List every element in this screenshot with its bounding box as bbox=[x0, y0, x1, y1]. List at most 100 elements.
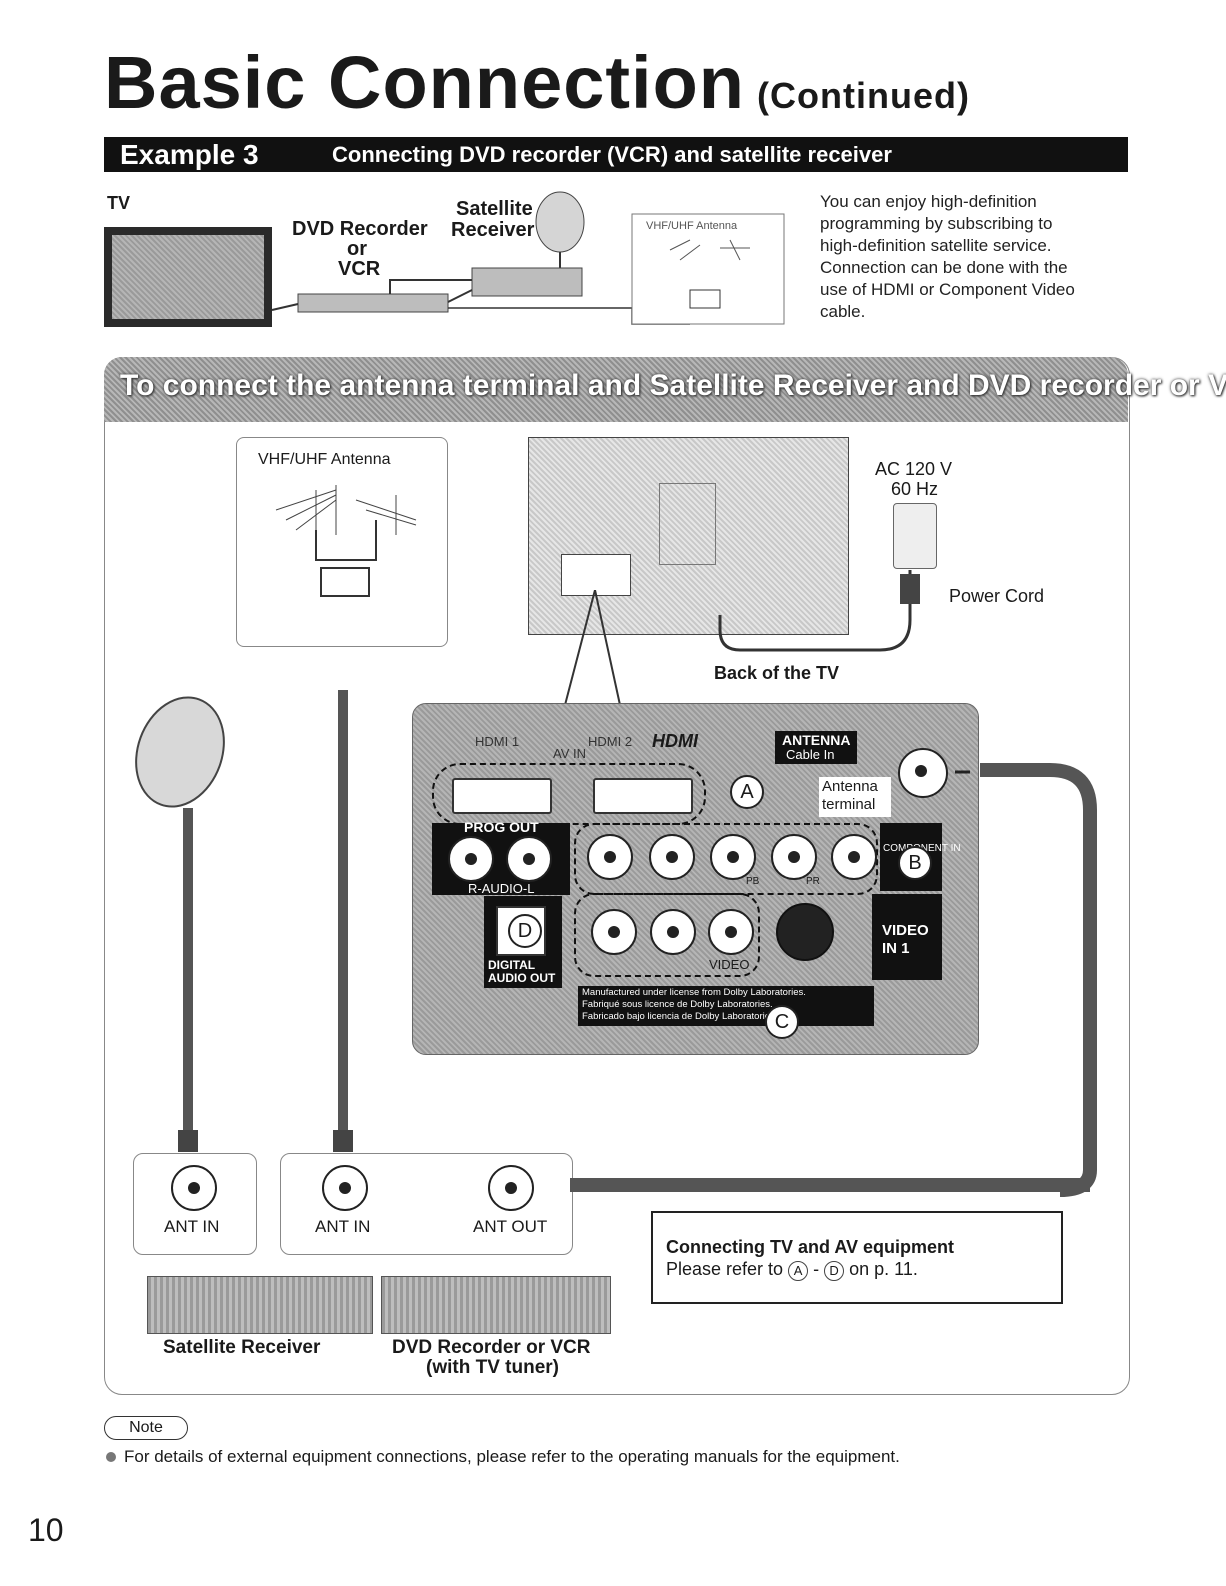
antenna-title: ANTENNA bbox=[782, 732, 851, 748]
example-label: Example 3 bbox=[120, 139, 259, 170]
example-description: Connecting DVD recorder (VCR) and satell… bbox=[332, 142, 892, 167]
dvd-antenna-box bbox=[280, 1153, 573, 1255]
component-port-2 bbox=[649, 834, 695, 880]
hdmi2-label: HDMI 2 bbox=[588, 734, 633, 749]
pr-label: PR bbox=[806, 876, 820, 887]
dvd-ant-out-label: ANT OUT bbox=[473, 1217, 548, 1236]
connecting-body: Please refer to A - D on p. 11. bbox=[666, 1259, 918, 1281]
antenna-port bbox=[898, 748, 948, 798]
component-port-3 bbox=[710, 834, 756, 880]
dvd-recorder-device bbox=[381, 1276, 611, 1334]
page-title: Basic Connection (Continued) bbox=[104, 40, 970, 125]
ac-frequency: 60 Hz bbox=[891, 479, 939, 499]
overview-sat-receiver-icon bbox=[471, 267, 583, 297]
s-video-port bbox=[776, 903, 834, 961]
video-in-video-port bbox=[708, 909, 754, 955]
callout-b: B bbox=[898, 846, 932, 880]
intro-text: You can enjoy high-definition programmin… bbox=[820, 191, 1120, 323]
av-in-label: AV IN bbox=[553, 746, 586, 761]
intro-line: use of HDMI or Component Video bbox=[820, 280, 1075, 299]
dvd-recorder-label: DVD Recorder or VCR bbox=[392, 1337, 591, 1358]
intro-line: You can enjoy high-definition bbox=[820, 192, 1037, 211]
cable-diagram bbox=[135, 690, 353, 1152]
antenna-terminal-label-box: Antenna terminal bbox=[819, 777, 891, 817]
dolby-line-2: Fabriqué sous licence de Dolby Laborator… bbox=[582, 999, 773, 1010]
overview-dvd-icon bbox=[297, 293, 449, 313]
dolby-notice: Manufactured under license from Dolby La… bbox=[578, 986, 874, 1026]
title-main: Basic Connection bbox=[104, 41, 745, 124]
connecting-prefix: Please refer to bbox=[666, 1259, 784, 1279]
ref-callout-a: A bbox=[788, 1261, 809, 1281]
power-cord-label: Power Cord bbox=[949, 586, 1045, 606]
outlet-icon bbox=[893, 503, 937, 569]
dvd-ant-in-port bbox=[322, 1165, 368, 1211]
video-in-label-1: VIDEO bbox=[882, 922, 929, 939]
composite-highlight bbox=[574, 893, 760, 977]
component-port-1 bbox=[587, 834, 633, 880]
video-in-1-block: VIDEO IN 1 bbox=[872, 894, 942, 980]
hdmi-port-2 bbox=[593, 778, 693, 814]
antenna-terminal-line2: terminal bbox=[822, 796, 876, 813]
connecting-info-box: Connecting TV and AV equipment Please re… bbox=[651, 1211, 1063, 1304]
antenna-icon bbox=[275, 485, 417, 597]
overview-antenna-label: VHF/UHF Antenna bbox=[646, 220, 738, 232]
intro-line: cable. bbox=[820, 302, 866, 321]
dvd-ant-out-port bbox=[488, 1165, 534, 1211]
note-label: Note bbox=[129, 1419, 163, 1436]
hdmi-logo: HDMI bbox=[652, 731, 698, 751]
overview-receiver-label: Receiver bbox=[451, 219, 535, 241]
overview-vcr-label: VCR bbox=[338, 258, 381, 280]
ac-voltage: AC 120 V bbox=[875, 459, 953, 479]
note-badge: Note bbox=[104, 1416, 188, 1440]
note-text: For details of external equipment connec… bbox=[124, 1447, 900, 1466]
overview-or-label: or bbox=[347, 238, 367, 260]
satellite-receiver-device bbox=[147, 1276, 373, 1334]
sat-ant-in-label: ANT IN bbox=[164, 1217, 220, 1236]
satellite-receiver-label: Satellite Receiver bbox=[163, 1337, 321, 1358]
prog-out-label: PROG OUT bbox=[464, 819, 539, 835]
digital-label-1: DIGITAL bbox=[488, 958, 536, 972]
sat-ant-in-port bbox=[171, 1165, 217, 1211]
power-cord bbox=[718, 570, 920, 652]
bullet-icon bbox=[106, 1452, 116, 1462]
pb-label: PB bbox=[746, 876, 760, 887]
antenna-cable-in: ANTENNA Cable In bbox=[775, 731, 857, 764]
dolby-line-1: Manufactured under license from Dolby La… bbox=[582, 987, 806, 998]
banner-title: To connect the antenna terminal and Sate… bbox=[120, 369, 1226, 402]
overview-dvd-label: DVD Recorder bbox=[292, 218, 428, 240]
zoom-lines bbox=[564, 590, 621, 706]
connecting-title: Connecting TV and AV equipment bbox=[666, 1237, 954, 1257]
dvd-ant-in-label: ANT IN bbox=[315, 1217, 371, 1236]
tv-back-image bbox=[528, 437, 849, 635]
video-in-audio-l-port bbox=[650, 909, 696, 955]
tv-image bbox=[104, 227, 272, 327]
ref-callout-d: D bbox=[824, 1261, 845, 1281]
callout-a: A bbox=[730, 775, 764, 809]
prog-out-l-port bbox=[506, 836, 552, 882]
satellite-dish-icon bbox=[135, 696, 225, 808]
callout-d: D bbox=[508, 914, 542, 948]
antenna-cable bbox=[955, 763, 1097, 1197]
overview-dish-icon bbox=[535, 191, 585, 253]
digital-label-2: AUDIO OUT bbox=[488, 971, 556, 985]
panel-banner: To connect the antenna terminal and Sate… bbox=[104, 357, 1226, 422]
video-in-audio-r-port bbox=[591, 909, 637, 955]
antenna-label: VHF/UHF Antenna bbox=[258, 451, 391, 468]
component-port-5 bbox=[831, 834, 877, 880]
cable-in-label: Cable In bbox=[786, 747, 835, 762]
connecting-suffix: on p. 11. bbox=[849, 1259, 918, 1279]
callout-c: C bbox=[765, 1005, 799, 1039]
overview-tv-label: TV bbox=[107, 193, 131, 213]
r-audio-l-label: R-AUDIO-L bbox=[468, 881, 535, 896]
antenna-terminal-line1: Antenna bbox=[822, 778, 878, 795]
back-of-tv-label: Back of the TV bbox=[714, 663, 840, 683]
intro-line: Connection can be done with the bbox=[820, 258, 1068, 277]
hdmi-highlight bbox=[432, 763, 706, 825]
overview-diagram bbox=[271, 191, 785, 325]
example-header: Example 3 Connecting DVD recorder (VCR) … bbox=[104, 137, 1128, 172]
prog-out-r-port bbox=[448, 836, 494, 882]
hdmi-port-1 bbox=[452, 778, 552, 814]
connecting-dash: - bbox=[813, 1259, 820, 1279]
title-sub: (Continued) bbox=[757, 75, 970, 116]
page-number: 10 bbox=[28, 1512, 64, 1548]
